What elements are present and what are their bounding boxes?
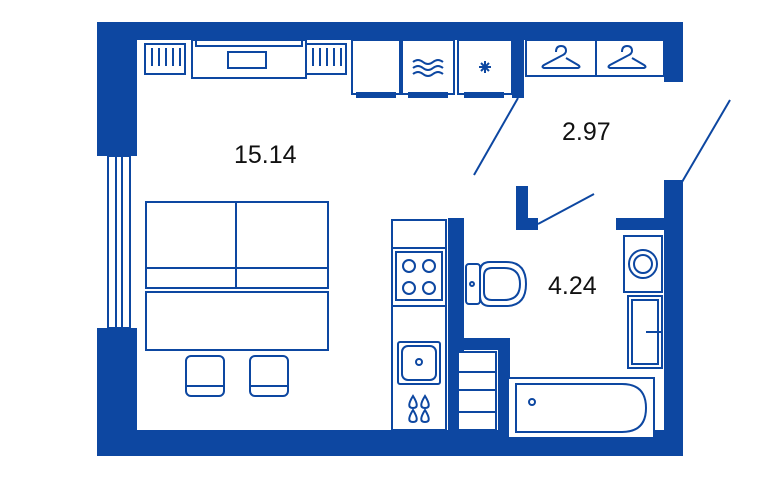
cabinet-wave <box>401 39 455 98</box>
toilet-icon <box>465 261 528 307</box>
snowflake-icon <box>479 61 491 73</box>
washing-machine-icon <box>623 235 663 293</box>
bathroom-area: 4.24 <box>548 272 597 300</box>
bathtub-icon <box>507 377 655 439</box>
sofa <box>145 201 329 351</box>
tv-console <box>191 39 307 79</box>
hanger-icon <box>607 44 647 69</box>
kitchen-counter <box>391 219 447 431</box>
radiator-icon <box>305 43 347 75</box>
living-room-area: 15.14 <box>234 141 297 169</box>
chair <box>249 355 289 397</box>
radiator-icon <box>144 43 186 75</box>
window-left <box>107 155 131 329</box>
sink-icon <box>397 341 441 385</box>
stove-icon <box>395 251 443 301</box>
wave-icon <box>412 59 444 77</box>
bathroom-sink <box>627 295 663 369</box>
cabinet-freezer <box>457 39 513 98</box>
chair <box>185 355 225 397</box>
cabinet-plain <box>351 39 401 98</box>
shelf-unit <box>457 351 497 431</box>
hanger-icon <box>541 44 581 69</box>
door-lines <box>473 97 731 225</box>
hall-area: 2.97 <box>562 118 611 146</box>
drip-icon <box>408 394 430 424</box>
wardrobe-hall <box>525 39 665 77</box>
